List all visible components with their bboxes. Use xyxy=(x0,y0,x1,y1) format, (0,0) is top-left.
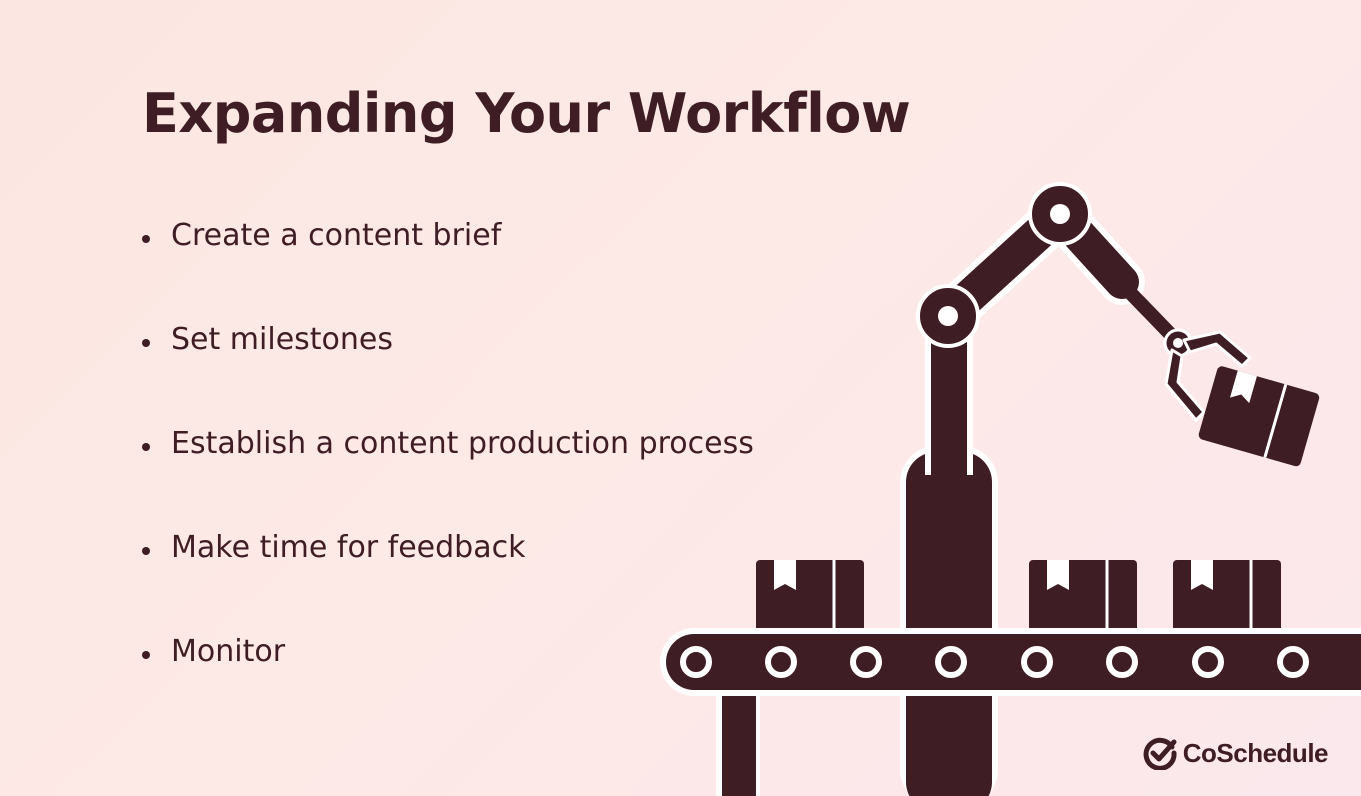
bullet-text: Establish a content production process xyxy=(171,426,754,461)
bullet-text: Create a content brief xyxy=(171,218,502,253)
conveyor-leg xyxy=(716,688,760,796)
logo-text: CoSchedule xyxy=(1182,737,1329,768)
conveyor-box xyxy=(1173,560,1281,632)
robot-base xyxy=(900,446,998,796)
conveyor-rollers xyxy=(680,646,1309,678)
robot-joints xyxy=(916,182,1193,358)
held-box xyxy=(1198,366,1320,467)
conveyor-box xyxy=(1029,560,1137,632)
bullet-dot xyxy=(142,651,150,659)
conveyor-belt xyxy=(660,628,1361,696)
checkmark-logo-icon xyxy=(1143,737,1177,770)
bullet-text: Make time for feedback xyxy=(171,530,526,565)
bullet-dot xyxy=(142,547,150,555)
robot-gripper xyxy=(1164,330,1252,422)
bullet-text: Monitor xyxy=(171,634,286,669)
bullet-dot xyxy=(142,443,150,451)
bullet-dot xyxy=(142,339,150,347)
slide-title: Expanding Your Workflow xyxy=(142,82,911,145)
coschedule-logo: CoSchedule xyxy=(1143,736,1329,770)
bullet-dot xyxy=(142,235,150,243)
bullet-text: Set milestones xyxy=(171,322,393,357)
conveyor-box xyxy=(756,560,864,632)
